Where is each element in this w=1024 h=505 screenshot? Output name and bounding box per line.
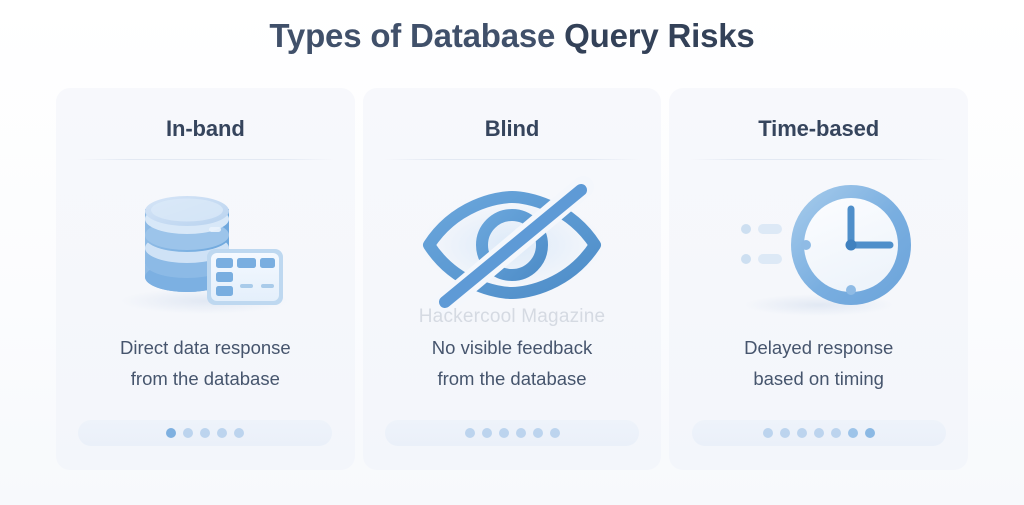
page-title-light: Types of Database: [269, 17, 565, 54]
progress-dot: [762, 428, 773, 438]
progress-dot: [498, 428, 509, 438]
progress-dot: [234, 428, 245, 438]
caption-line-1: No visible feedback: [431, 337, 593, 358]
cards-row: In-band: [56, 88, 969, 470]
progress-dot: [464, 428, 475, 438]
icon-area: [669, 166, 968, 326]
progress-pill[interactable]: [385, 420, 639, 446]
clock-icon: [724, 171, 934, 321]
progress-pill[interactable]: [78, 420, 333, 446]
card-title: In-band: [165, 116, 245, 141]
progress-dot: [200, 428, 211, 438]
progress-pill[interactable]: [691, 420, 946, 446]
page-title: Types of Database Query Risks: [0, 17, 1024, 55]
progress-dot: [166, 428, 177, 438]
card-title: Blind: [484, 116, 540, 141]
progress-pill-wrap: [56, 420, 355, 446]
progress-dot: [847, 428, 858, 438]
card-title: Time-based: [758, 116, 880, 141]
progress-dot: [532, 428, 543, 438]
progress-dot: [779, 428, 790, 438]
icon-area: [363, 166, 662, 326]
caption-line-2: from the database: [437, 368, 587, 389]
card-caption: Delayed response based on timing: [728, 332, 909, 394]
progress-dot: [481, 428, 492, 438]
progress-dot: [515, 428, 526, 438]
page-title-bold: Query Risks: [564, 17, 755, 54]
progress-dot: [796, 428, 807, 438]
caption-line-2: based on timing: [753, 368, 884, 389]
caption-line-1: Delayed response: [744, 337, 894, 358]
database-icon: [115, 171, 295, 321]
progress-dot: [830, 428, 841, 438]
progress-dot: [217, 428, 228, 438]
icon-area: [56, 166, 355, 326]
progress-dot: [864, 428, 875, 438]
card-time-based[interactable]: Time-based: [669, 88, 969, 470]
progress-pill-wrap: [669, 420, 968, 446]
card-divider: [76, 159, 334, 160]
card-in-band[interactable]: In-band: [56, 88, 355, 470]
card-caption: Direct data response from the database: [104, 332, 307, 394]
card-divider: [690, 159, 948, 160]
card-divider: [383, 159, 641, 160]
eye-off-icon: [407, 171, 617, 321]
progress-dot: [813, 428, 824, 438]
caption-line-2: from the database: [130, 368, 280, 389]
card-blind[interactable]: Blind: [362, 88, 662, 470]
progress-pill-wrap: [363, 420, 662, 446]
card-caption: No visible feedback from the database: [416, 332, 608, 394]
progress-dot: [549, 428, 560, 438]
caption-line-1: Direct data response: [119, 337, 291, 358]
progress-dot: [183, 428, 194, 438]
